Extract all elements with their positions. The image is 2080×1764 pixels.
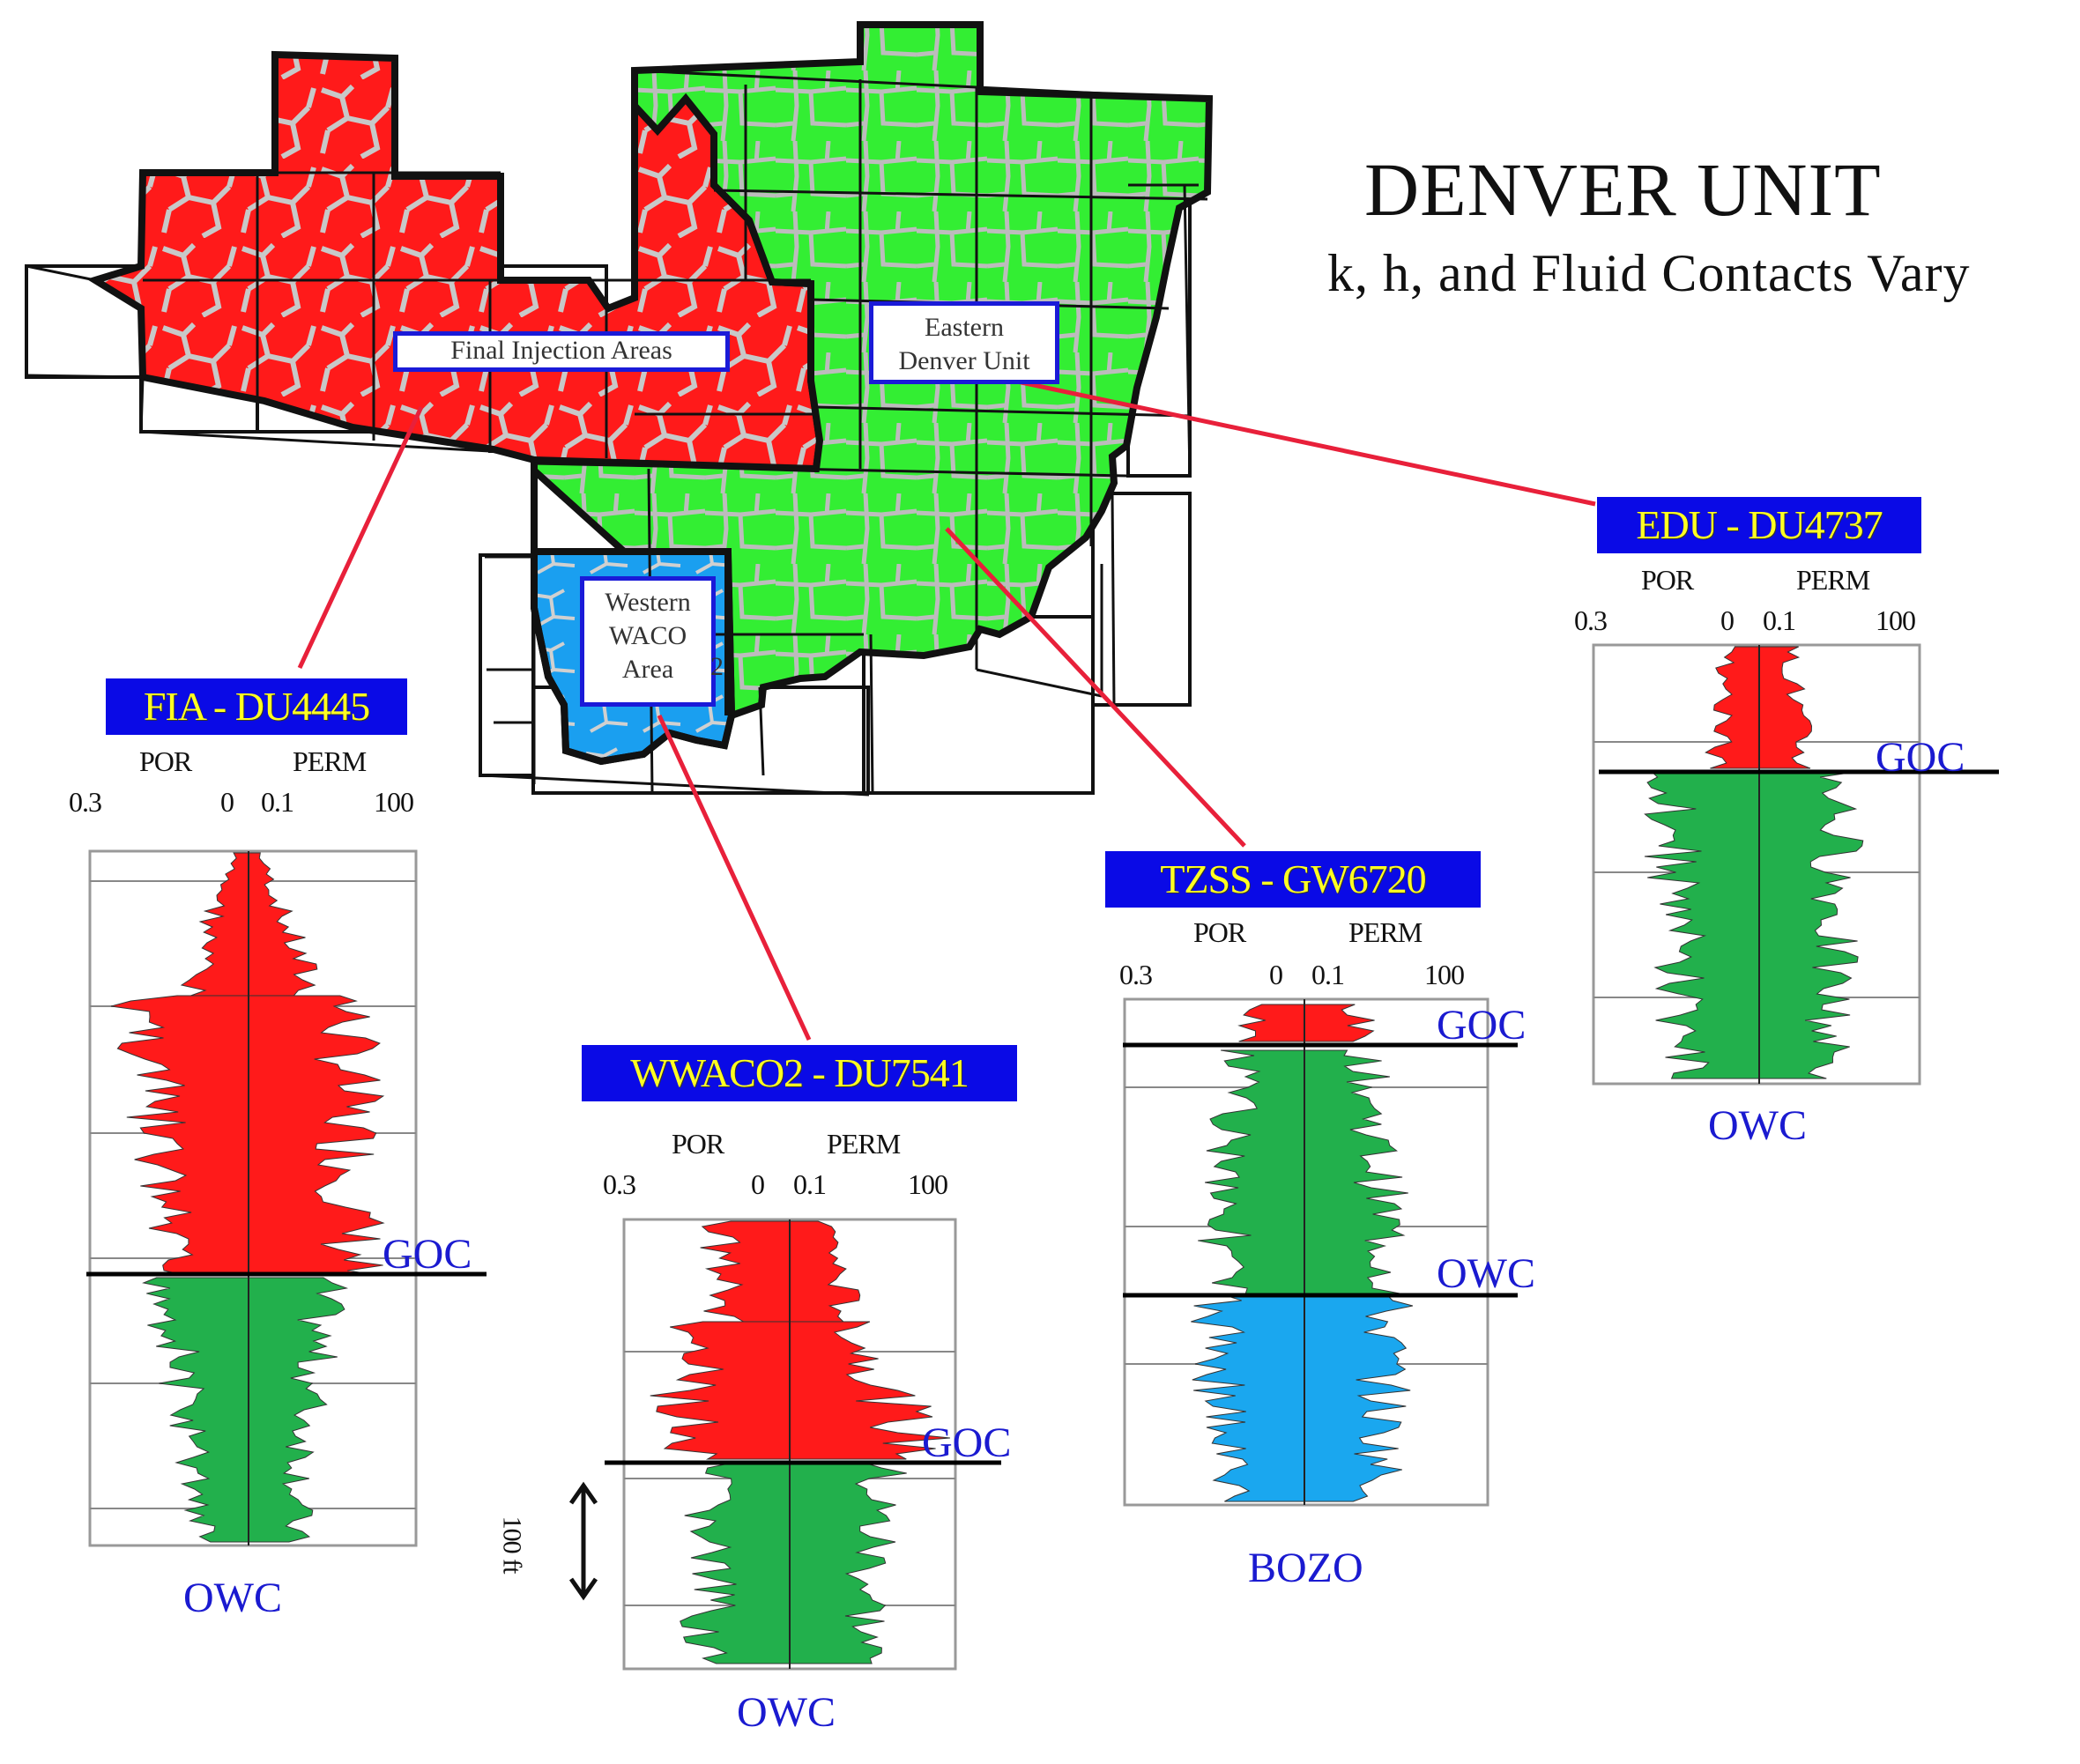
wwaco-perm-label: PERM (827, 1128, 901, 1160)
leader-lines (297, 376, 1596, 1041)
fia-oil-log (142, 1277, 349, 1543)
edu-por-label: POR (1641, 564, 1694, 596)
map-boundaries (531, 463, 735, 766)
map-section-lines (25, 69, 1210, 797)
wwaco-perm-right: 100 (908, 1168, 948, 1200)
tzss-goc-label: GOC (1437, 1002, 1527, 1049)
well-header-tzss: TZSS - GW6720 (1105, 851, 1481, 908)
tzss-gas-log (1237, 1004, 1375, 1042)
tzss-water-log (1191, 1294, 1414, 1502)
wwaco-por-label: POR (672, 1128, 724, 1160)
wwaco-perm-left: 0.1 (793, 1168, 827, 1200)
well-header-wwaco: WWACO2 - DU7541 (582, 1045, 1017, 1101)
tzss-owc-label: OWC (1437, 1250, 1535, 1297)
tzss-perm-right: 100 (1424, 959, 1465, 990)
fia-perm-right: 100 (374, 786, 414, 818)
tzss-por-right: 0 (1269, 959, 1283, 990)
well-header-edu: EDU - DU4737 (1597, 497, 1921, 553)
well-header-fia: FIA - DU4445 (106, 678, 407, 735)
wwaco-goc-label: GOC (922, 1419, 1012, 1466)
scale-bar (568, 1481, 598, 1601)
fia-goc-label: GOC (383, 1231, 472, 1278)
tzss-perm-label: PERM (1348, 916, 1423, 948)
western-waco-area-label: Western WACO Area (580, 576, 716, 707)
wwaco-por-left: 0.3 (603, 1168, 636, 1200)
western-area-suffix: 2 (710, 652, 724, 681)
fia-perm-left: 0.1 (261, 786, 294, 818)
tzss-perm-left: 0.1 (1311, 959, 1345, 990)
edu-perm-right: 100 (1876, 604, 1916, 636)
well-log-panels (86, 643, 1999, 1671)
fia-por-left: 0.3 (69, 786, 102, 818)
edu-por-right: 0 (1720, 604, 1735, 636)
fia-owc-label: OWC (183, 1575, 282, 1621)
fia-por-label: POR (139, 745, 192, 777)
fia-por-right: 0 (220, 786, 234, 818)
eastern-denver-unit-label: Eastern Denver Unit (869, 301, 1059, 384)
wwaco-oil-log (680, 1462, 907, 1664)
page-subtitle: k, h, and Fluid Contacts Vary (1327, 244, 1971, 302)
wwaco-owc-label: OWC (737, 1689, 836, 1736)
fia-perm-label: PERM (293, 745, 367, 777)
edu-por-left: 0.3 (1574, 604, 1608, 636)
final-injection-areas-label: Final Injection Areas (393, 331, 730, 372)
edu-owc-label: OWC (1708, 1102, 1807, 1149)
tzss-por-left: 0.3 (1119, 959, 1153, 990)
edu-perm-left: 0.1 (1763, 604, 1796, 636)
scale-bar-label: 100 ft (497, 1516, 527, 1574)
edu-oil-log (1644, 771, 1864, 1079)
tzss-bozo-label: BOZO (1248, 1545, 1363, 1591)
tzss-por-label: POR (1193, 916, 1246, 948)
page-title: DENVER UNIT (1364, 147, 1882, 232)
wwaco-gas-log-lower (650, 1321, 950, 1460)
wwaco-por-right: 0 (751, 1168, 765, 1200)
edu-goc-label: GOC (1876, 734, 1965, 781)
edu-perm-label: PERM (1796, 564, 1870, 596)
